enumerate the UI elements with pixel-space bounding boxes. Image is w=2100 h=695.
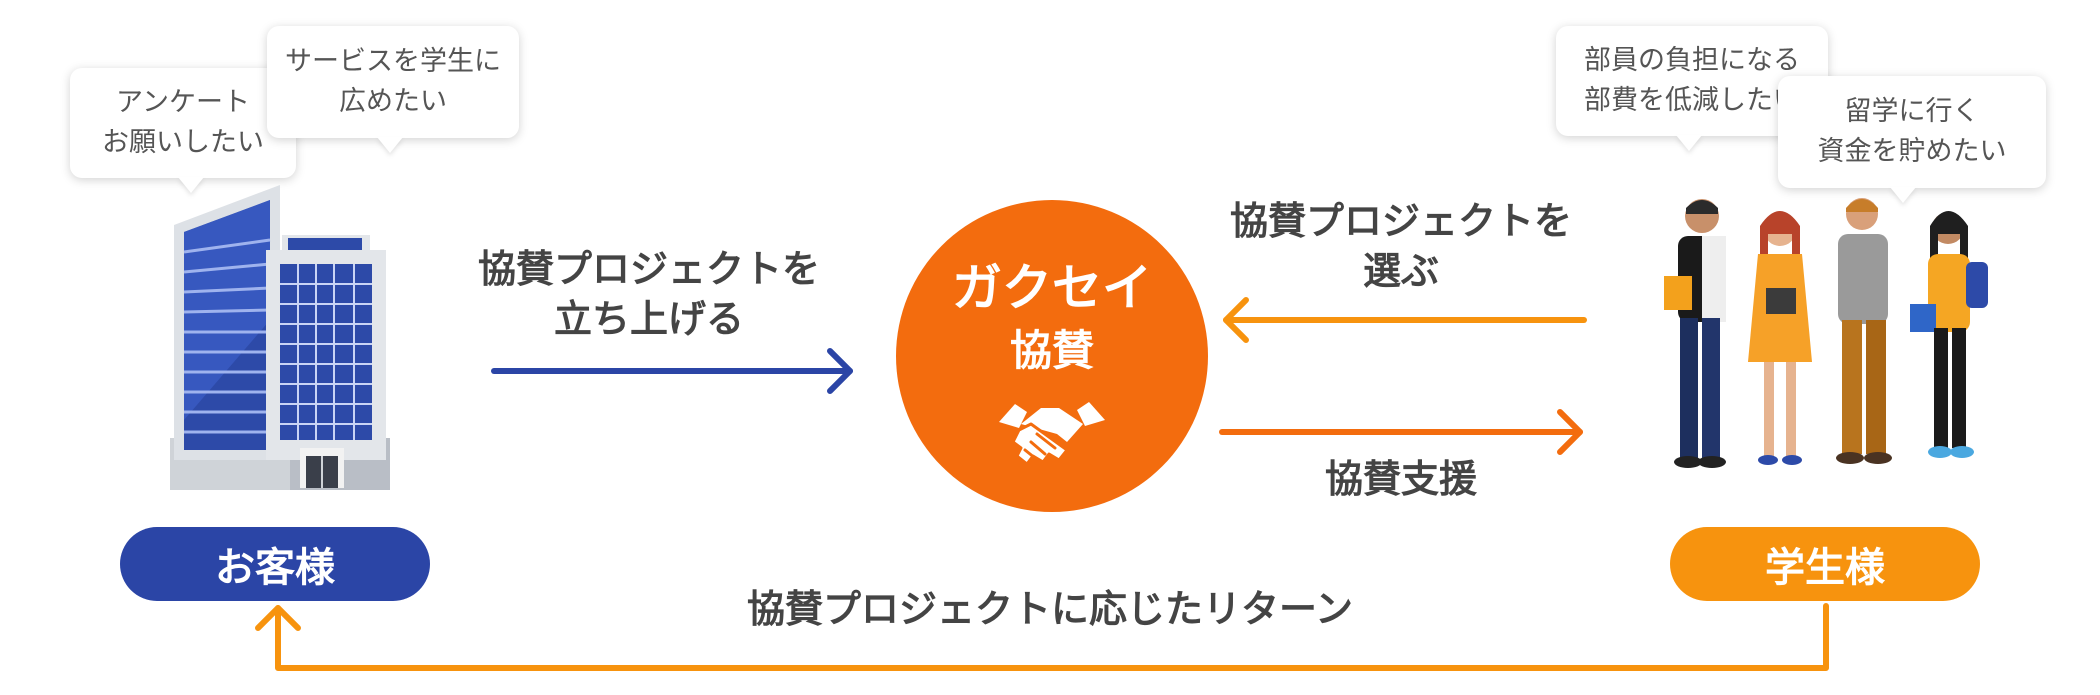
bubble-line: お願いしたい <box>102 127 264 158</box>
arrow-hub-to-students <box>1219 409 1583 455</box>
handshake-icon <box>999 402 1105 466</box>
bubble-line: アンケート <box>116 87 250 118</box>
label-hub-to-students: 協賛支援 <box>1324 457 1477 501</box>
bubble-line: 留学に行く <box>1844 96 1980 127</box>
student-figure <box>1748 211 1812 465</box>
bubble-line: 広めたい <box>339 86 447 117</box>
bubble-line: 部費を低減したい <box>1584 85 1800 116</box>
students-pill: 学生様 <box>1670 527 1980 601</box>
client-pill: お客様 <box>120 527 430 601</box>
arrow-students-to-hub <box>1223 297 1587 343</box>
arrow-client-to-hub <box>491 348 853 394</box>
bubble-line: 部員の負担になる <box>1584 45 1800 76</box>
hub-subtitle: 協賛 <box>1009 326 1094 375</box>
label-client-to-hub: 協賛プロジェクトを 立ち上げる <box>464 244 834 344</box>
label-line: 選ぶ <box>1362 249 1439 293</box>
student-figure <box>1664 199 1726 468</box>
students-group-icon <box>1664 198 1988 468</box>
office-building-icon <box>170 185 390 490</box>
student-figure <box>1910 211 1988 458</box>
hub-title: ガクセイ <box>952 259 1152 317</box>
speech-bubble-student-study-abroad: 留学に行く 資金を貯めたい <box>1778 76 2046 203</box>
label-return: 協賛プロジェクトに応じたリターン <box>746 587 1354 631</box>
bubble-line: 資金を貯めたい <box>1817 136 2007 167</box>
speech-bubble-client-promote: サービスを学生に 広めたい <box>267 26 519 153</box>
label-line: 協賛プロジェクトを <box>1229 199 1572 243</box>
arrow-return <box>255 603 1829 671</box>
student-figure <box>1836 198 1892 464</box>
label-line: 立ち上げる <box>553 297 744 341</box>
speech-bubble-client-survey: アンケート お願いしたい <box>70 68 296 193</box>
bubble-line: サービスを学生に <box>285 46 501 77</box>
hub-gakusei-kyosan: ガクセイ 協賛 <box>896 200 1208 512</box>
label-line: 協賛プロジェクトを <box>477 247 820 291</box>
label-students-to-hub: 協賛プロジェクトを 選ぶ <box>1216 196 1586 296</box>
